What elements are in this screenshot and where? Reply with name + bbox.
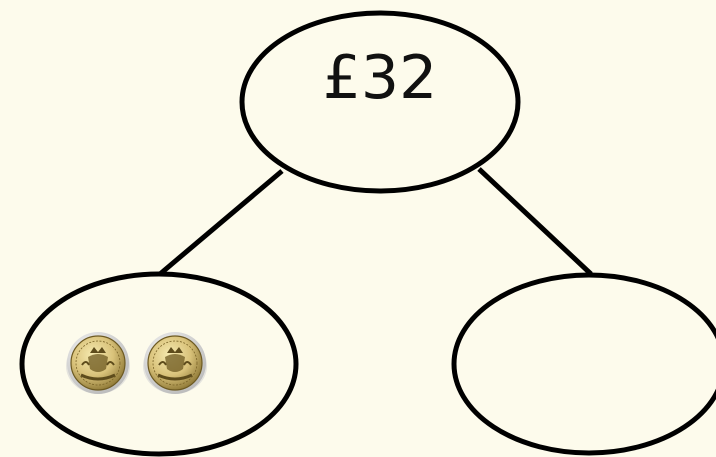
- right-branch-line: [479, 169, 591, 274]
- right-part-oval: [454, 275, 716, 453]
- left-branch-line: [160, 171, 282, 274]
- whole-value: £32: [241, 48, 519, 108]
